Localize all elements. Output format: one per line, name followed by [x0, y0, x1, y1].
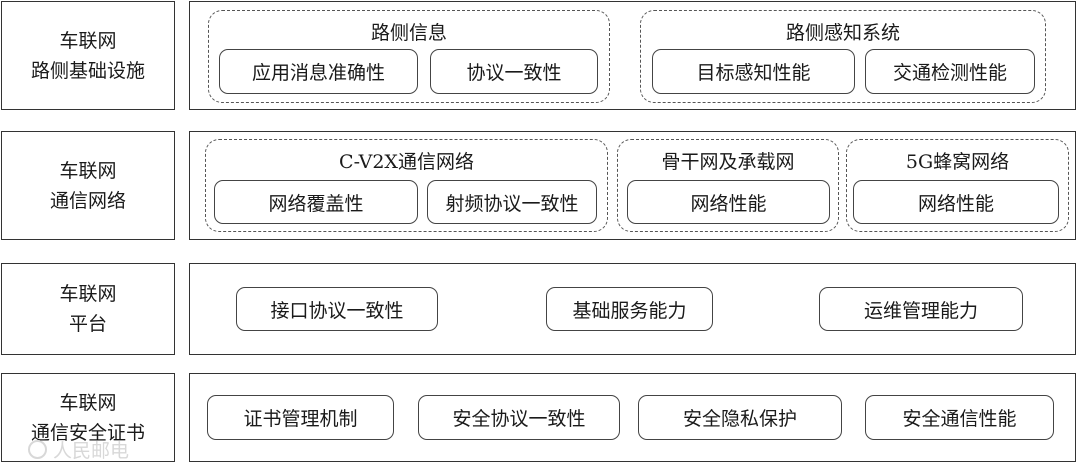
layer-label-network: 车联网 通信网络: [1, 131, 175, 240]
layer-label-line: 通信安全证书: [30, 421, 145, 444]
layer-label-line: 车联网: [59, 29, 117, 52]
group-title: 路侧感知系统: [785, 22, 900, 44]
item-box: 应用消息准确性: [219, 49, 418, 94]
item-box: 网络性能: [853, 180, 1059, 224]
layer-label-line: 平台: [68, 313, 107, 335]
layer-label-line: 车联网: [59, 283, 117, 305]
item-box: 证书管理机制: [207, 395, 394, 440]
group-title: 5G蜂窝网络: [905, 151, 1010, 173]
item-box: 基础服务能力: [546, 287, 713, 331]
item-box: 射频协议一致性: [427, 180, 597, 224]
item-box: 协议一致性: [430, 49, 598, 94]
layer-label-roadside: 车联网 路侧基础设施: [1, 1, 175, 110]
layer-label-platform: 车联网 平台: [1, 263, 175, 355]
layer-label-line: 路侧基础设施: [30, 59, 145, 82]
item-box: 网络性能: [627, 180, 830, 224]
item-box: 目标感知性能: [652, 49, 855, 94]
group-title: 路侧信息: [370, 22, 447, 44]
group-5g-network: 5G蜂窝网络: [846, 139, 1069, 232]
watermark-text: 人民邮电: [53, 439, 130, 462]
layer-label-line: 车联网: [59, 391, 117, 414]
item-box: 接口协议一致性: [236, 287, 438, 331]
group-roadside-perception: 路侧感知系统: [640, 10, 1046, 103]
item-box: 交通检测性能: [865, 49, 1035, 94]
watermark: 人民邮电: [28, 437, 130, 462]
item-box: 网络覆盖性: [214, 180, 418, 224]
group-title: 骨干网及承载网: [661, 151, 795, 173]
layer-label-line: 车联网: [59, 159, 117, 182]
item-box: 安全隐私保护: [638, 395, 842, 440]
item-box: 运维管理能力: [819, 287, 1023, 331]
layer-label-line: 通信网络: [49, 189, 126, 212]
watermark-icon: [28, 439, 47, 459]
item-box: 安全协议一致性: [418, 395, 620, 440]
group-title: C-V2X通信网络: [339, 151, 474, 173]
group-cv2x-network: C-V2X通信网络: [205, 139, 608, 232]
item-box: 安全通信性能: [865, 395, 1054, 440]
group-roadside-info: 路侧信息: [208, 10, 610, 103]
group-backbone-network: 骨干网及承载网: [617, 139, 839, 232]
